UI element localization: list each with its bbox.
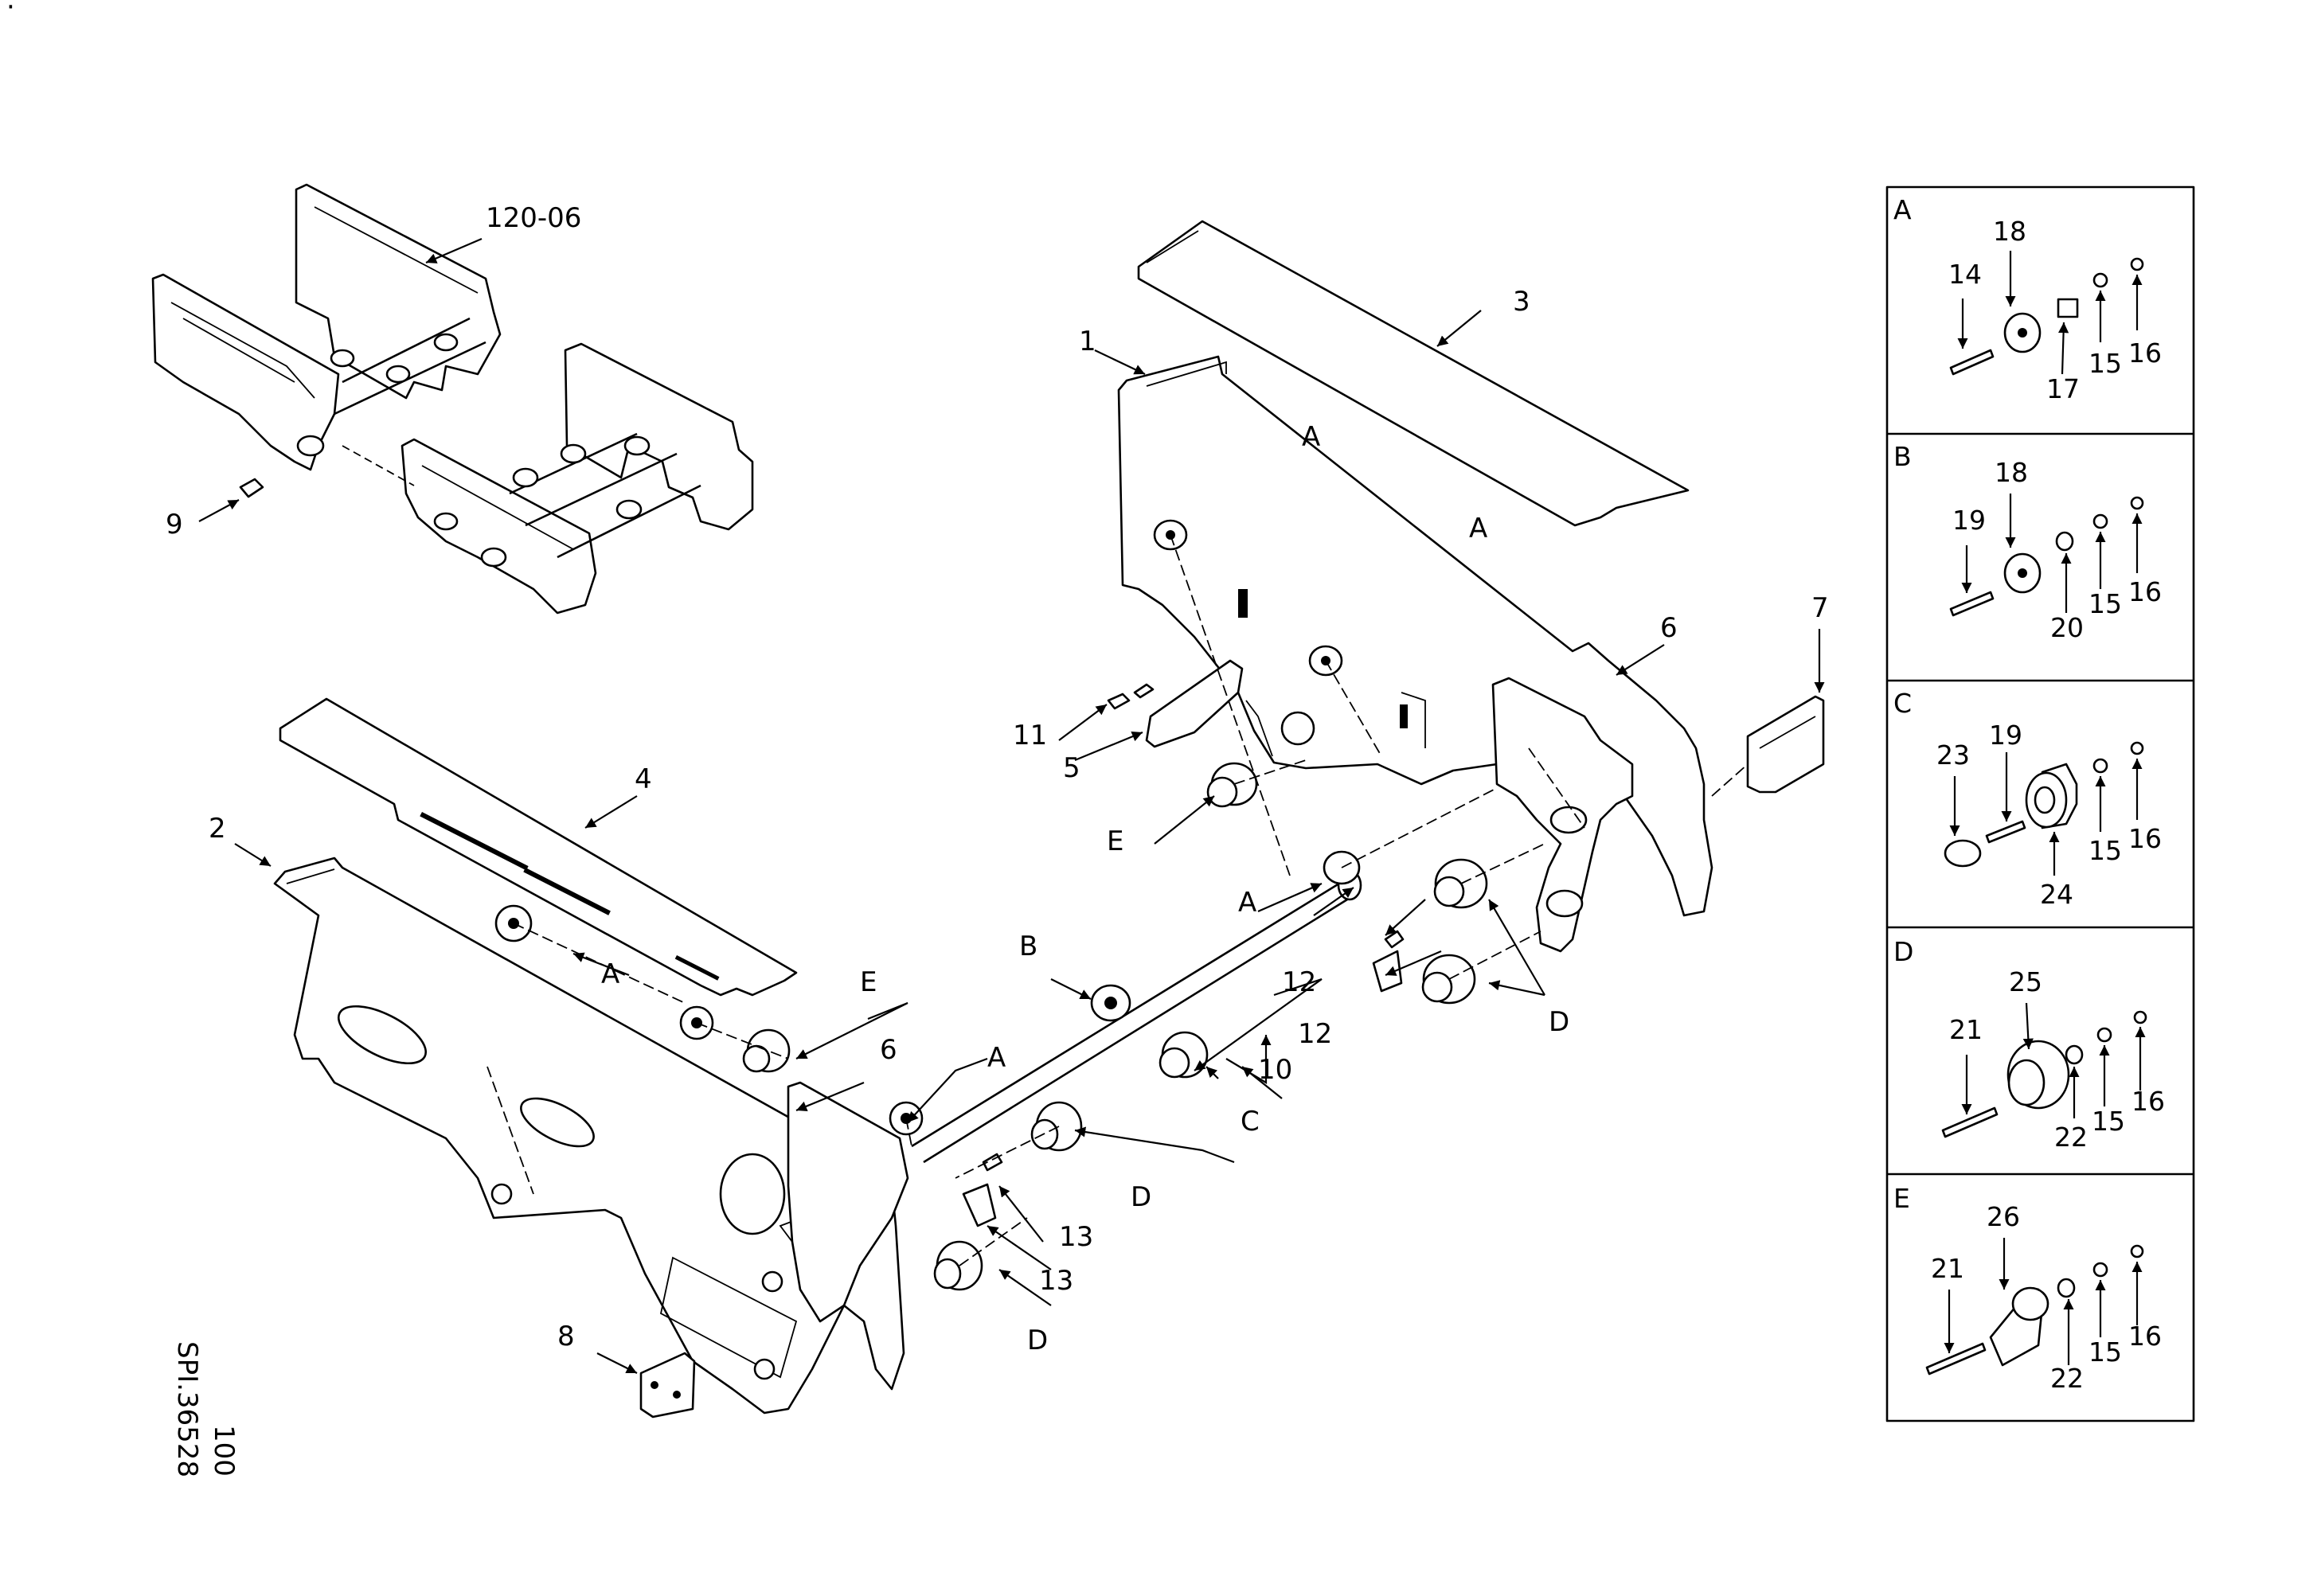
label-part-2: 2 bbox=[209, 813, 226, 845]
sub-assembly-120-06 bbox=[151, 183, 754, 615]
label-C: C bbox=[1241, 1106, 1260, 1137]
label-part-12a: 12 bbox=[1282, 966, 1316, 998]
part-3-top-plate bbox=[1137, 220, 1690, 527]
drawing-code-line-1: 100 bbox=[208, 1425, 240, 1477]
inset-E-part-26: 26 bbox=[1987, 1201, 2020, 1232]
drawing-code-line-2: SPI.36528 bbox=[171, 1341, 203, 1477]
label-120-06: 120-06 bbox=[486, 202, 581, 234]
roller-group bbox=[494, 519, 1488, 1291]
inset-A-letter: A bbox=[1893, 194, 1912, 225]
label-B: B bbox=[1019, 931, 1037, 962]
inset-A-part-17: 17 bbox=[2046, 373, 2080, 404]
inset-D: D 21 25 22 15 16 bbox=[1893, 936, 2165, 1153]
label-part-3: 3 bbox=[1513, 286, 1530, 318]
inset-C: C 23 19 24 15 16 bbox=[1893, 688, 2162, 910]
inset-E-part-21: 21 bbox=[1931, 1253, 1964, 1284]
inset-D-part-22: 22 bbox=[2054, 1122, 2088, 1153]
label-part-6-right: 6 bbox=[1660, 612, 1678, 644]
inset-C-part-23: 23 bbox=[1936, 739, 1970, 771]
inset-E: E 21 26 22 15 16 bbox=[1893, 1183, 2162, 1394]
part-10-shaft bbox=[911, 869, 1362, 1164]
part-labels: 120-06 1 2 3 4 5 6 6 7 8 9 10 11 12 12 1… bbox=[166, 202, 1829, 1356]
label-part-1: 1 bbox=[1079, 326, 1096, 357]
inset-C-part-19: 19 bbox=[1989, 720, 2022, 751]
inset-E-letter: E bbox=[1893, 1183, 1910, 1214]
label-part-11: 11 bbox=[1013, 720, 1047, 751]
inset-C-part-16: 16 bbox=[2128, 823, 2162, 854]
inset-D-part-21: 21 bbox=[1949, 1014, 1983, 1045]
inset-A: A 14 18 17 15 16 bbox=[1893, 194, 2162, 404]
label-part-6-left: 6 bbox=[880, 1034, 897, 1066]
inset-C-part-24: 24 bbox=[2040, 879, 2073, 910]
drawing-code: 100 SPI.36528 bbox=[171, 1341, 240, 1477]
inset-D-letter: D bbox=[1893, 936, 1913, 967]
leader-lines bbox=[198, 237, 1665, 1374]
label-E-2: E bbox=[860, 966, 877, 998]
label-D-2: D bbox=[1027, 1325, 1048, 1356]
label-part-10: 10 bbox=[1258, 1054, 1292, 1086]
corner-mark: · bbox=[6, 0, 15, 23]
label-part-7: 7 bbox=[1811, 592, 1829, 624]
inset-B-part-19: 19 bbox=[1952, 505, 1986, 536]
part-8-bracket bbox=[639, 1352, 696, 1418]
label-part-13b: 13 bbox=[1039, 1265, 1073, 1297]
label-part-5: 5 bbox=[1063, 752, 1080, 784]
label-D-3: D bbox=[1549, 1006, 1569, 1038]
label-part-4: 4 bbox=[635, 763, 652, 795]
part-4-top-plate bbox=[279, 697, 798, 997]
label-A-5: A bbox=[987, 1042, 1006, 1074]
inset-B-part-16: 16 bbox=[2128, 576, 2162, 607]
inset-panel: A 14 18 17 15 16 B bbox=[1885, 185, 2195, 1422]
label-A-1: A bbox=[1302, 421, 1320, 453]
inset-B-part-18: 18 bbox=[1995, 457, 2028, 488]
assembly-lines bbox=[486, 534, 1749, 1266]
label-part-12b: 12 bbox=[1298, 1018, 1332, 1050]
label-A-3: A bbox=[1238, 887, 1256, 919]
inset-A-part-15: 15 bbox=[2089, 348, 2122, 379]
label-A-2: A bbox=[1469, 513, 1487, 544]
label-D-1: D bbox=[1131, 1181, 1151, 1213]
inset-D-part-15: 15 bbox=[2092, 1106, 2125, 1137]
inset-E-part-15: 15 bbox=[2089, 1337, 2122, 1368]
inset-A-part-14: 14 bbox=[1948, 259, 1982, 290]
inset-C-letter: C bbox=[1893, 688, 1912, 719]
inset-D-part-16: 16 bbox=[2131, 1086, 2165, 1117]
inset-D-part-25: 25 bbox=[2009, 966, 2042, 997]
inset-A-part-18: 18 bbox=[1993, 216, 2026, 247]
part-7-bracket bbox=[1746, 695, 1825, 794]
inset-B: B 19 18 20 15 16 bbox=[1893, 441, 2162, 643]
part-5-plate bbox=[1145, 659, 1244, 748]
inset-E-part-16: 16 bbox=[2128, 1321, 2162, 1352]
part-6-left-bracket bbox=[787, 1081, 909, 1323]
part-1-side-plate bbox=[1117, 355, 1713, 917]
label-E-1: E bbox=[1107, 825, 1123, 857]
label-part-13a: 13 bbox=[1059, 1221, 1093, 1253]
inset-A-part-16: 16 bbox=[2128, 338, 2162, 369]
label-part-8: 8 bbox=[557, 1321, 575, 1352]
label-A-4: A bbox=[601, 958, 619, 990]
label-part-9: 9 bbox=[166, 509, 183, 540]
inset-B-letter: B bbox=[1893, 441, 1912, 472]
inset-B-part-20: 20 bbox=[2050, 612, 2084, 643]
inset-B-part-15: 15 bbox=[2089, 588, 2122, 619]
inset-E-part-22: 22 bbox=[2050, 1363, 2084, 1394]
inset-C-part-15: 15 bbox=[2089, 835, 2122, 866]
